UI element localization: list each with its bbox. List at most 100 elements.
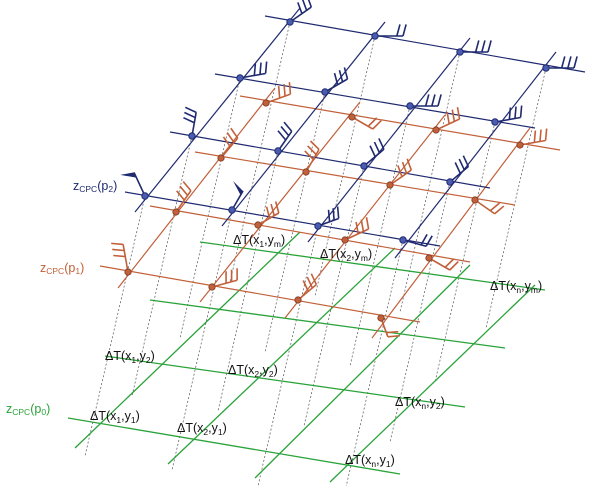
- barb-p2-4-feather: [184, 106, 197, 114]
- barb-p1-1-shaft: [211, 279, 238, 288]
- barb-p2-14-feather: [487, 40, 492, 53]
- node-p2: [314, 222, 322, 230]
- barb-p2-6-feather: [378, 138, 385, 150]
- level-p2-arg-sub: 2: [108, 184, 113, 194]
- barb-p1-2-feather: [306, 276, 314, 289]
- barb-p1-12-shaft: [265, 93, 291, 104]
- projection-line: [434, 121, 496, 383]
- barb-p1-6-shaft: [344, 228, 369, 241]
- barb-p1-3-feather: [387, 334, 400, 338]
- cell-label-x2-y2: ΔT(x2,y2): [228, 363, 278, 379]
- node-p1: [302, 168, 310, 176]
- barb-p1-10-shaft: [389, 169, 412, 186]
- node-p2: [446, 178, 454, 186]
- barb-p1-12-feather: [277, 85, 281, 99]
- level-p1-arg: p: [68, 261, 75, 275]
- barb-p2-11-feather: [508, 107, 512, 120]
- barb-p2-11-feather: [514, 106, 517, 119]
- barb-p2-12-feather: [301, 0, 308, 11]
- node-p2: [406, 102, 414, 110]
- barb-p2-7-feather: [462, 155, 470, 167]
- cell-label-x1-y2: ΔT(x1,y2): [105, 349, 155, 365]
- cell-label-x2-ym: ΔT(x2,ym): [320, 247, 372, 263]
- barb-p1-5-shaft: [257, 212, 280, 226]
- p2-col-line: [134, 7, 301, 213]
- barb-p2-7-feather: [458, 158, 466, 171]
- projection-line: [179, 77, 241, 339]
- node-p1: [516, 141, 524, 149]
- barb-p2-3-feather: [425, 235, 433, 247]
- barb-p2-9-feather: [338, 70, 344, 83]
- node-p1: [124, 268, 132, 276]
- barb-p1-10-feather: [401, 161, 408, 174]
- p0-col-line: [74, 231, 301, 449]
- level-label-p0: zCPC(p0): [6, 402, 50, 417]
- node-p2: [542, 64, 550, 72]
- barb-p2-5-feather: [283, 121, 293, 132]
- p0-col-line: [167, 247, 396, 465]
- barb-p2-6-feather: [369, 145, 376, 157]
- projection-line: [303, 165, 365, 427]
- node-p2: [236, 74, 244, 82]
- p2-row-line: [214, 73, 536, 129]
- barb-p1-9-feather: [309, 140, 320, 151]
- barb-p2-7-feather: [454, 162, 462, 174]
- p2-col-line: [221, 21, 386, 227]
- barb-p1-13-feather: [367, 117, 378, 127]
- projection-line: [131, 135, 193, 397]
- node-p2: [456, 48, 464, 56]
- barb-p2-12-feather: [307, 0, 313, 8]
- barb-p1-7-feather: [444, 258, 455, 268]
- barb-p1-10-feather: [397, 165, 403, 177]
- p2-row-line: [169, 131, 491, 189]
- node-p1: [294, 296, 302, 304]
- projection-line: [485, 67, 547, 329]
- node-p2: [188, 132, 196, 140]
- node-p2: [399, 236, 407, 244]
- barb-p1-8-feather: [222, 136, 232, 148]
- barb-p1-7-shaft: [428, 257, 451, 271]
- projection-line: [171, 209, 233, 471]
- node-p1: [386, 181, 394, 189]
- barb-p2-6-feather: [373, 141, 381, 154]
- barb-p2-2-feather: [327, 209, 331, 222]
- barb-p2-8-feather: [259, 62, 262, 75]
- p0-row-line: [104, 355, 466, 408]
- barb-p1-11-shaft: [474, 199, 496, 215]
- level-p1-prefix: z: [40, 261, 46, 275]
- projection-line: [389, 181, 451, 443]
- node-p1: [208, 283, 216, 291]
- node-p1: [341, 236, 349, 244]
- barb-p2-10-feather: [437, 94, 442, 107]
- node-p1: [348, 113, 356, 121]
- barb-p2-4-feather: [183, 116, 195, 124]
- node-p1: [425, 254, 433, 262]
- projection-line: [257, 225, 319, 486]
- barb-p1-7-feather: [449, 260, 459, 271]
- projection-line: [217, 150, 279, 412]
- barb-p2-3-feather: [420, 234, 428, 246]
- barb-p1-10-feather: [406, 158, 413, 171]
- barb-p1-8-feather: [226, 132, 235, 143]
- grid-level-p2: [124, 7, 586, 259]
- barb-p1-15-shaft: [519, 139, 546, 146]
- barb-p1-6-feather: [355, 221, 359, 234]
- p1-row-line: [149, 205, 471, 263]
- p0-col-line: [329, 284, 536, 483]
- level-p0-arg-sub: 0: [41, 407, 46, 417]
- level-p0-arg: p: [34, 402, 41, 416]
- level-label-p1: zCPC(p1): [40, 261, 84, 276]
- barb-p2-2-feather: [336, 206, 340, 219]
- grid-nodes: [124, 18, 550, 322]
- node-p2: [371, 32, 379, 40]
- barb-p1-6-feather: [365, 217, 370, 230]
- node-p1: [172, 208, 180, 216]
- node-p1: [377, 314, 385, 322]
- barb-p1-5-feather: [265, 206, 271, 219]
- barb-p1-11-feather: [494, 205, 505, 215]
- barb-p1-4-shaft: [175, 190, 192, 213]
- barb-p2-9-feather: [343, 67, 349, 80]
- barb-p1-12-feather: [283, 84, 286, 97]
